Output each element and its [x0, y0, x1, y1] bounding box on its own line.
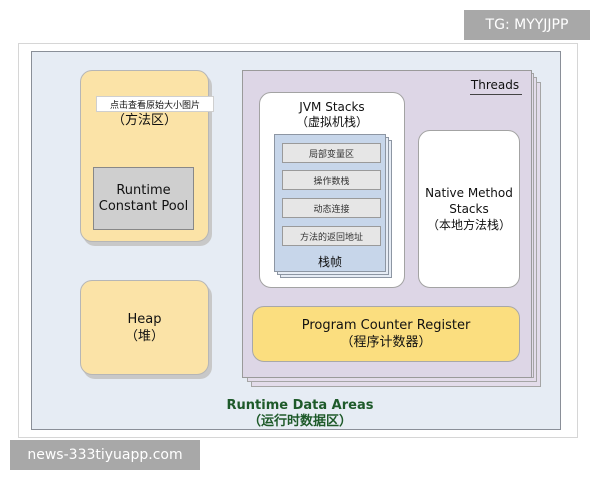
runtime-constant-pool-box: Runtime Constant Pool	[93, 167, 194, 230]
native-method-stacks-line2: Stacks	[449, 202, 489, 216]
threads-underline	[470, 94, 522, 95]
threads-label: Threads	[470, 78, 520, 92]
program-counter-register-chinese-label: （程序计数器）	[340, 335, 432, 350]
return-address-slot: 方法的返回地址	[282, 226, 381, 246]
program-counter-register-box: Program Counter Register （程序计数器）	[252, 306, 520, 362]
view-original-image-tip[interactable]: 点击查看原始大小图片	[96, 96, 214, 112]
dynamic-linking-slot: 动态连接	[282, 198, 381, 218]
runtime-constant-pool-line1: Runtime	[116, 182, 171, 198]
native-method-stacks-box: Native Method Stacks （本地方法栈）	[418, 130, 520, 288]
operand-stack-slot: 操作数栈	[282, 170, 381, 190]
program-counter-register-label: Program Counter Register	[301, 318, 471, 333]
runtime-data-areas-title: Runtime Data Areas	[226, 398, 374, 413]
stack-frame-label: 栈帧	[317, 255, 342, 269]
heap-box: Heap （堆）	[80, 280, 209, 375]
heap-label: Heap	[127, 311, 162, 327]
native-method-stacks-chinese-label: （本地方法栈）	[426, 218, 511, 232]
method-area-label: （方法区）	[111, 113, 177, 128]
jvm-stacks-chinese-label: （虚拟机栈）	[295, 115, 368, 129]
local-variables-slot: 局部变量区	[282, 143, 381, 163]
native-method-stacks-line1: Native Method	[425, 186, 513, 200]
heap-chinese-label: （堆）	[124, 328, 164, 344]
jvm-stacks-label: JVM Stacks	[299, 100, 365, 114]
bottom-watermark-tag: news-333tiyuapp.com	[10, 440, 200, 470]
top-watermark-tag: TG: MYYJJPP	[464, 10, 590, 40]
runtime-constant-pool-line2: Constant Pool	[98, 198, 189, 214]
runtime-data-areas-caption: Runtime Data Areas （运行时数据区）	[200, 398, 400, 430]
runtime-data-areas-chinese-title: （运行时数据区）	[247, 414, 352, 429]
